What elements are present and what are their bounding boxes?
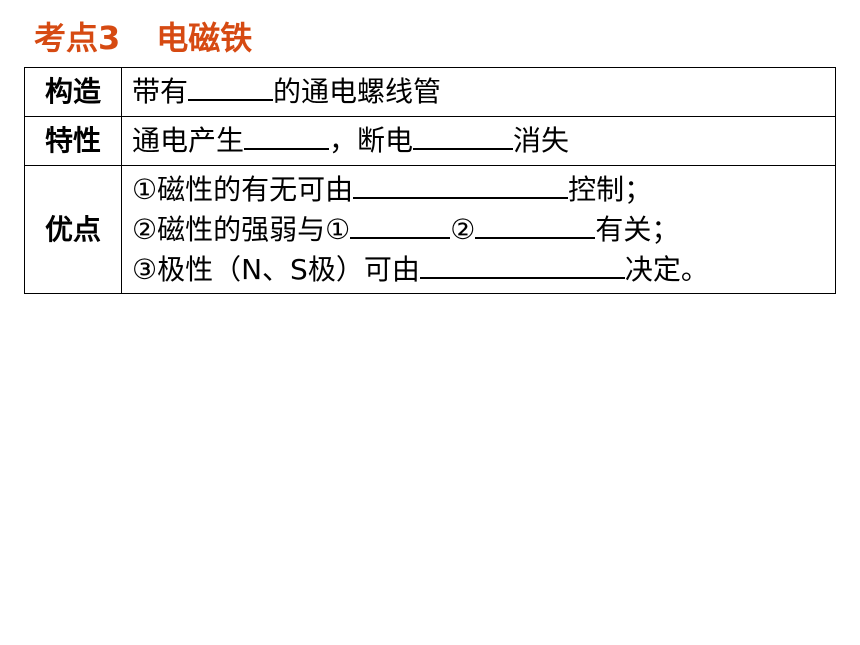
table-row-property: 特性 通电产生 ，断电 消失 — [24, 116, 836, 166]
title-label: 考点3 — [34, 19, 121, 57]
content-line: 带有 的通电螺线管 — [132, 72, 825, 112]
table-row-structure: 构造 带有 的通电螺线管 — [24, 67, 836, 117]
answer-blank[interactable] — [188, 73, 274, 101]
content-line: ①磁性的有无可由 控制； — [132, 170, 825, 210]
answer-blank[interactable] — [419, 251, 625, 279]
line-text-before: 通电产生 — [132, 124, 245, 157]
line-text-middle: ② — [450, 212, 476, 246]
content-line: 通电产生 ，断电 消失 — [132, 121, 825, 161]
line-text-before: 带有 — [132, 75, 189, 108]
table-row-advantages: 优点 ①磁性的有无可由 控制； ②磁性的强弱与① ② 有关； ③极性（N、S极）可由 决… — [24, 165, 836, 294]
electromagnet-table: 构造 带有 的通电螺线管 特性 通电产生 ，断电 消失 优点 ①磁性的有无可由 控制； … — [24, 67, 836, 294]
row-head-structure: 构造 — [24, 67, 122, 117]
content-line: ③极性（N、S极）可由 决定。 — [132, 250, 825, 290]
row-head-advantages: 优点 — [24, 165, 122, 294]
line-text-middle: ，断电 — [329, 124, 414, 157]
line-text-after: 消失 — [513, 124, 570, 157]
line-text-after: 控制； — [568, 172, 653, 206]
line-text-before: ②磁性的强弱与① — [132, 212, 351, 246]
answer-blank[interactable] — [475, 211, 596, 239]
answer-blank[interactable] — [353, 171, 569, 199]
row-content-structure: 带有 的通电螺线管 — [121, 67, 836, 117]
title-topic: 电磁铁 — [156, 19, 253, 57]
line-text-before: ③极性（N、S极）可由 — [132, 252, 420, 286]
line-text-after: 的通电螺线管 — [273, 75, 442, 108]
content-line: ②磁性的强弱与① ② 有关； — [132, 210, 825, 250]
answer-blank[interactable] — [413, 122, 514, 150]
line-text-before: ①磁性的有无可由 — [132, 172, 354, 206]
line-text-after: 决定。 — [624, 252, 709, 286]
slide-title: 考点3 电磁铁 — [34, 14, 252, 62]
row-content-advantages: ①磁性的有无可由 控制； ②磁性的强弱与① ② 有关； ③极性（N、S极）可由 决定。 — [121, 165, 836, 294]
row-head-property: 特性 — [24, 116, 122, 166]
line-text-after: 有关； — [595, 212, 680, 246]
row-content-property: 通电产生 ，断电 消失 — [121, 116, 836, 166]
answer-blank[interactable] — [244, 122, 330, 150]
answer-blank[interactable] — [350, 211, 451, 239]
